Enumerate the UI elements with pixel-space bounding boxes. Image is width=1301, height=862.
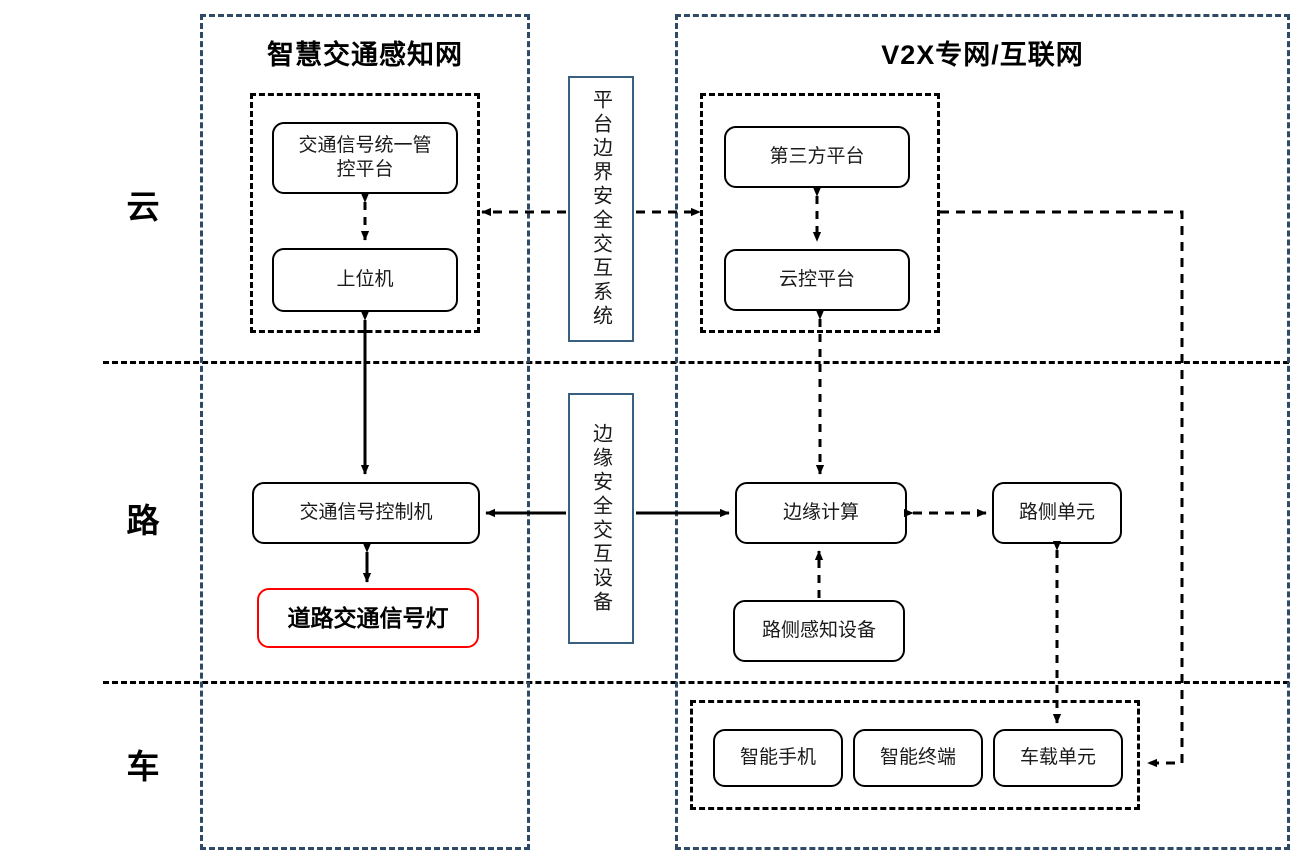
node-third-party-platform[interactable]: 第三方平台 (724, 126, 910, 188)
node-smart-terminal[interactable]: 智能终端 (853, 729, 983, 787)
zone-title-right: V2X专网/互联网 (881, 40, 1084, 70)
row-label-vehicle: 车 (126, 748, 160, 785)
node-traffic-signal-controller[interactable]: 交通信号控制机 (252, 482, 480, 544)
zone-smart-traffic-sensing-network (200, 14, 530, 850)
zone-v2x-network-internet (675, 14, 1290, 850)
gateway-platform-boundary-security-system[interactable]: 平台边界安全交互系统 (568, 76, 634, 342)
node-roadside-unit[interactable]: 路侧单元 (992, 482, 1122, 544)
node-label: 交通信号控制机 (299, 502, 433, 524)
divider-road-vehicle (103, 681, 1289, 684)
divider-cloud-road (103, 361, 1289, 364)
gateway-edge-security-device[interactable]: 边缘安全交互设备 (568, 393, 634, 644)
node-smart-phone[interactable]: 智能手机 (713, 729, 843, 787)
node-label: 智能手机 (739, 747, 816, 769)
node-label: 第三方平台 (769, 146, 865, 168)
node-traffic-signal-control-platform[interactable]: 交通信号统一管 控平台 (272, 122, 458, 194)
node-roadside-sensing-device[interactable]: 路侧感知设备 (733, 600, 905, 662)
gateway-label: 边缘安全交互设备 (589, 422, 612, 615)
node-label: 云控平台 (778, 269, 855, 291)
node-label: 边缘计算 (782, 502, 859, 524)
node-label: 车载单元 (1019, 747, 1096, 769)
node-label: 路侧单元 (1018, 502, 1095, 524)
node-edge-computing[interactable]: 边缘计算 (735, 482, 907, 544)
node-label: 道路交通信号灯 (287, 604, 449, 631)
node-road-traffic-signal-light[interactable]: 道路交通信号灯 (257, 588, 479, 648)
node-cloud-control-platform[interactable]: 云控平台 (724, 249, 910, 311)
node-label: 上位机 (336, 269, 394, 291)
row-label-cloud: 云 (126, 188, 160, 225)
gateway-label: 平台边界安全交互系统 (589, 89, 612, 329)
zone-title-left: 智慧交通感知网 (267, 40, 463, 70)
node-host-computer[interactable]: 上位机 (272, 248, 458, 312)
node-onboard-unit[interactable]: 车载单元 (993, 729, 1123, 787)
node-label: 交通信号统一管 控平台 (298, 135, 432, 180)
node-label: 智能终端 (879, 747, 956, 769)
node-label: 路侧感知设备 (761, 620, 876, 642)
row-label-road: 路 (126, 502, 160, 539)
